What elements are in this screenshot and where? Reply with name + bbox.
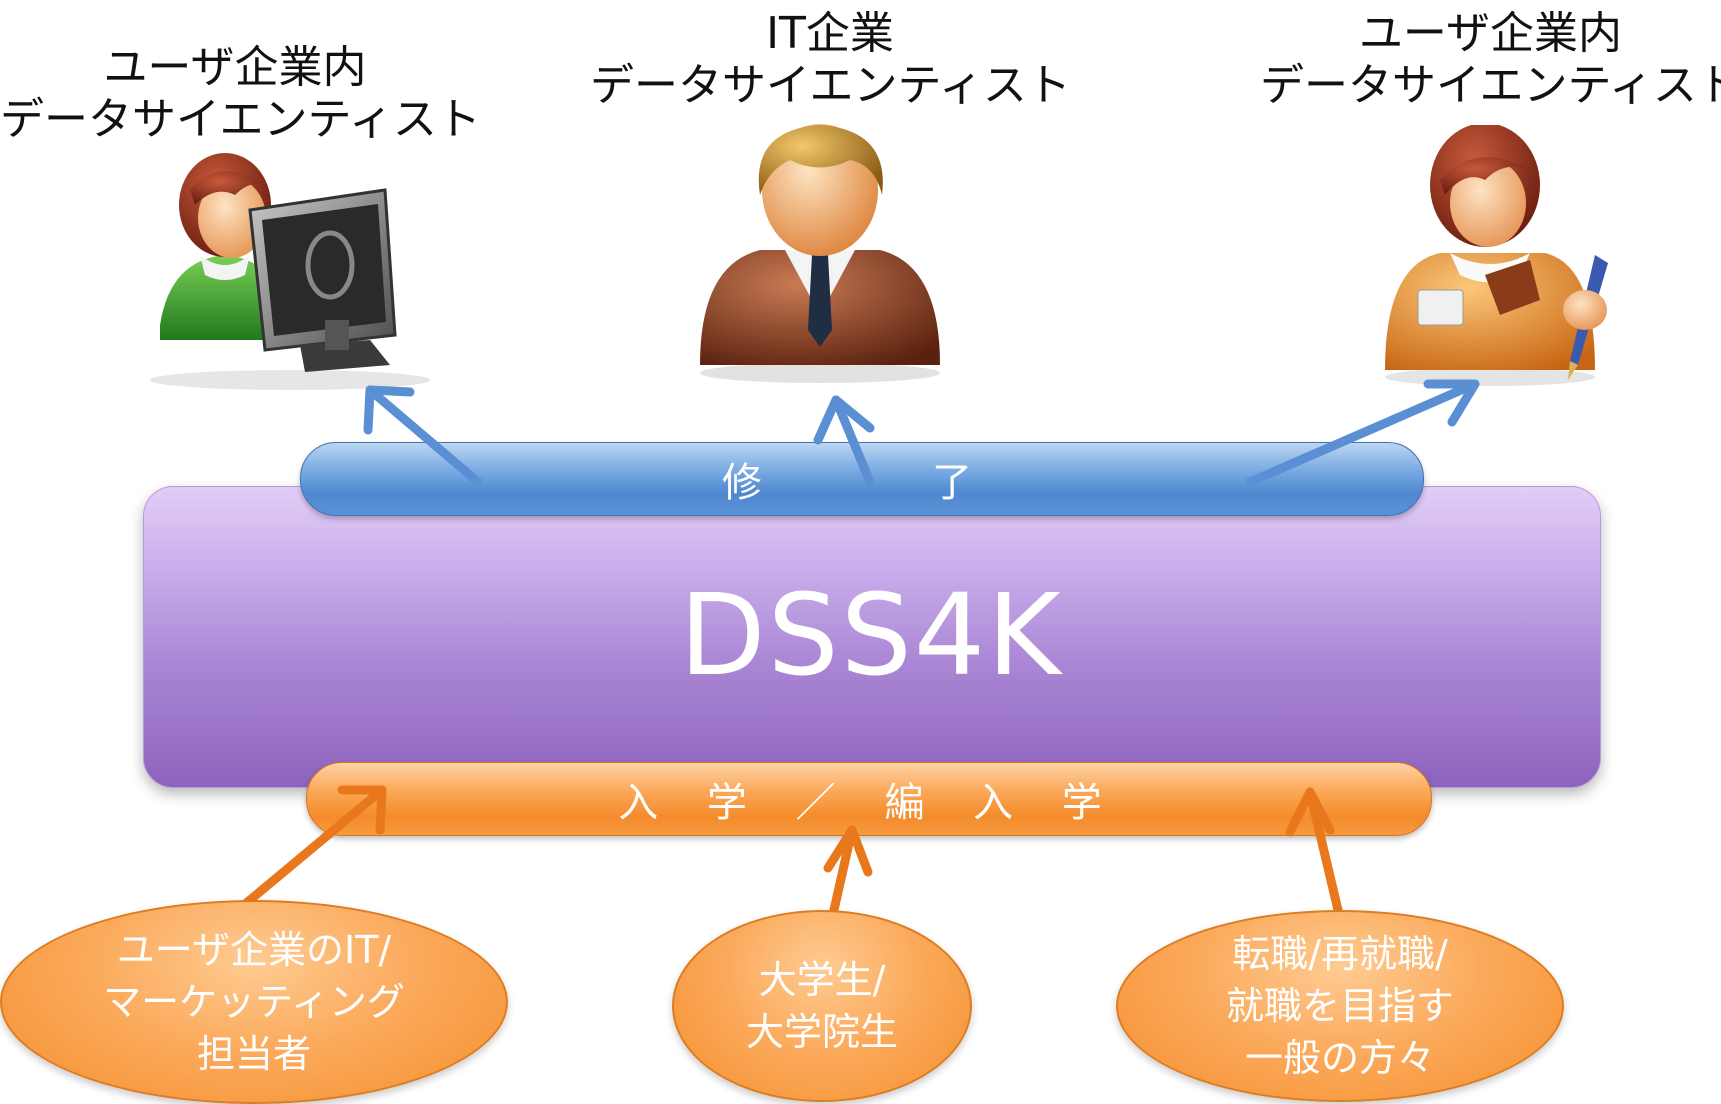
exit-band-label: 修 了 <box>722 460 1002 506</box>
businessman-icon <box>700 124 940 383</box>
source-2-line-1: 就職を目指す <box>1225 984 1454 1028</box>
role-title-right-line2: データサイエンティスト <box>1260 60 1721 111</box>
source-1-line-0: 大学生/ <box>758 958 886 1002</box>
source-2-line-2: 一般の方々 <box>1244 1036 1435 1080</box>
program-name: DSS4K <box>679 571 1063 701</box>
role-title-left: ユーザ企業内 データサイエンティスト <box>0 42 481 146</box>
source-oval-user-company: ユーザ企業のIT/ マーケッティング 担当者 <box>0 900 508 1104</box>
role-title-center-line2: データサイエンティスト <box>590 60 1071 111</box>
source-0-line-2: 担当者 <box>196 1032 311 1076</box>
person-with-pen-icon <box>1385 125 1608 386</box>
role-title-center-line1: IT企業 <box>766 8 894 59</box>
source-0-line-1: マーケッティング <box>103 980 405 1024</box>
source-0-line-0: ユーザ企業のIT/ <box>116 928 392 972</box>
source-1-line-1: 大学院生 <box>745 1010 898 1054</box>
person-at-computer-icon <box>150 153 430 390</box>
entry-band: 入 学 ／ 編 入 学 <box>306 762 1432 836</box>
exit-band: 修 了 <box>300 442 1424 516</box>
role-title-left-line2: データサイエンティスト <box>0 94 481 145</box>
source-2-line-0: 転職/再就職/ <box>1232 932 1448 976</box>
entry-arrow-center <box>823 825 873 915</box>
role-title-left-line1: ユーザ企業内 <box>103 42 367 93</box>
role-title-right: ユーザ企業内 データサイエンティスト <box>1260 8 1721 112</box>
source-oval-students: 大学生/ 大学院生 <box>672 910 972 1102</box>
source-oval-job-seekers: 転職/再就職/ 就職を目指す 一般の方々 <box>1116 910 1564 1102</box>
role-title-center: IT企業 データサイエンティスト <box>590 8 1071 112</box>
role-title-right-line1: ユーザ企業内 <box>1358 8 1623 59</box>
entry-band-label: 入 学 ／ 編 入 学 <box>618 780 1120 826</box>
